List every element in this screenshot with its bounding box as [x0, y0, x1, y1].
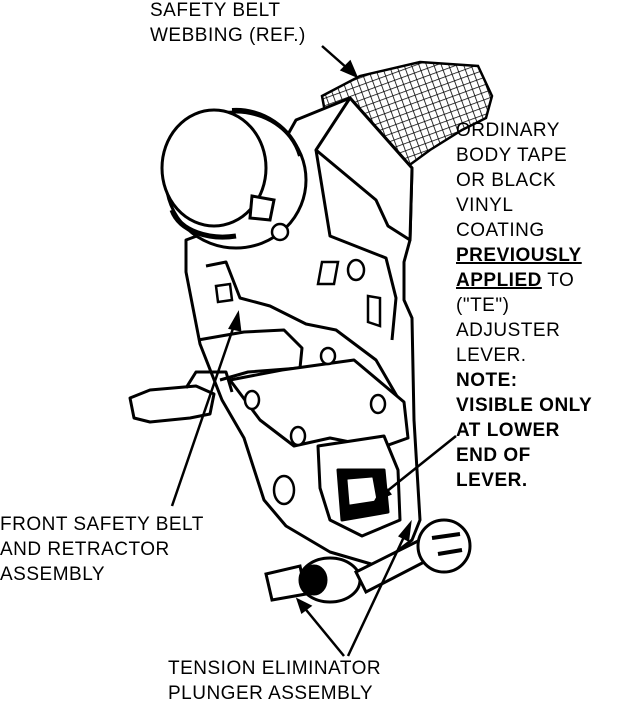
plunger-label-line2: PLUNGER ASSEMBLY: [168, 683, 374, 704]
retractor-label-line3: ASSEMBLY: [0, 564, 106, 585]
webbing-label: SAFETY BELT WEBBING (REF.): [150, 0, 306, 48]
leader-lines: [170, 45, 457, 657]
plunger-label: TENSION ELIMINATOR PLUNGER ASSEMBLY: [168, 656, 381, 706]
rivet-holes: [214, 222, 387, 506]
tape-note-line6: PREVIOUSLY: [456, 245, 582, 266]
retractor-spool: [160, 107, 308, 250]
tape-note-line9: ADJUSTER: [456, 320, 561, 341]
tape-note-line11: NOTE:: [456, 370, 518, 391]
tape-note-line12: VISIBLE ONLY: [456, 395, 593, 416]
plunger-label-line1: TENSION ELIMINATOR: [168, 658, 382, 679]
tape-note-line5: COATING: [456, 220, 545, 241]
webbing-label-line2: WEBBING (REF.): [150, 25, 306, 46]
tape-note-line13: AT LOWER: [456, 420, 560, 441]
tape-note-line15: LEVER.: [456, 470, 528, 491]
tape-note-line14: END OF: [456, 445, 531, 466]
retractor-label-line2: AND RETRACTOR: [0, 539, 170, 560]
tape-note-label: ORDINARY BODY TAPE OR BLACK VINYL COATIN…: [456, 118, 592, 493]
tape-note-line7-applied: APPLIED: [456, 270, 542, 291]
adjuster-lever: [128, 370, 234, 424]
tape-note-line7: APPLIED TO: [456, 268, 592, 293]
retractor-label: FRONT SAFETY BELT AND RETRACTOR ASSEMBLY: [0, 512, 204, 587]
tape-note-line3: OR BLACK: [456, 170, 557, 191]
tape-note-line7-to: TO: [541, 270, 575, 291]
retractor-housing: [184, 96, 422, 568]
tape-note-line1: ORDINARY: [456, 120, 560, 141]
tension-plunger: [264, 518, 472, 604]
tape-note-line8: ("TE"): [456, 295, 510, 316]
webbing-label-line1: SAFETY BELT: [150, 0, 281, 21]
tape-note-line4: VINYL: [456, 195, 514, 216]
tape-note-line2: BODY TAPE: [456, 145, 568, 166]
tape-note-line10: LEVER.: [456, 345, 527, 366]
retractor-label-line1: FRONT SAFETY BELT: [0, 514, 204, 535]
